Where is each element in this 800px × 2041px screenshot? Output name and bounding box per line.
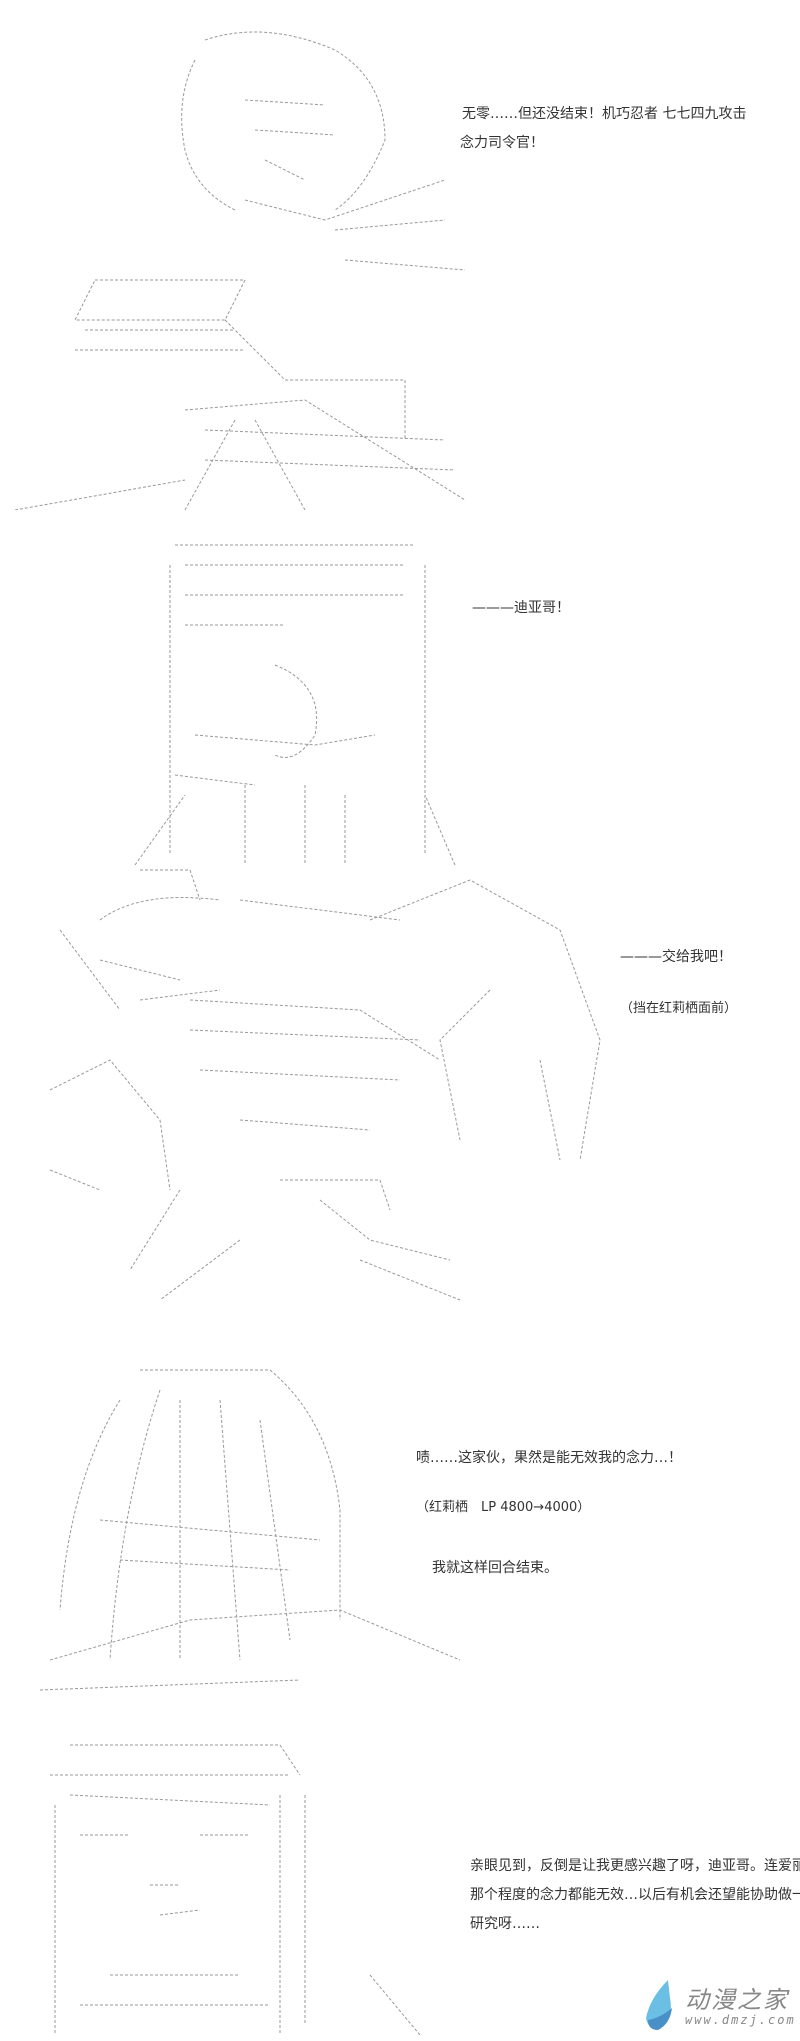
dialogue-line: 无零……但还没结束！机巧忍者 七七四九攻击 [462,106,747,122]
dialogue-panel-2: ———迪亚哥！ [472,594,570,623]
ascii-art-panel-4 [40,1360,470,1700]
dialogue-line: （挡在红莉栖面前） [620,1001,738,1016]
ascii-art-panel-3 [40,860,620,1320]
dialogue-line: 啧……这家伙，果然是能无效我的念力…！ [416,1450,682,1466]
dialogue-panel-1: 无零……但还没结束！机巧忍者 七七四九攻击 念力司令官！ [460,100,747,158]
dialogue-panel-5: 亲眼见到，反倒是让我更感兴趣了呀，迪亚哥。连爱丽丝 那个程度的念力都能无效…以后… [470,1852,800,1939]
ascii-art-panel-1 [5,20,465,510]
ascii-art-panel-5 [40,1735,420,2035]
dialogue-line: 我就这样回合结束。 [432,1560,558,1576]
dialogue-line: ———交给我吧！ [620,949,732,965]
dialogue-panel-4: 啧……这家伙，果然是能无效我的念力…！ （红莉栖 LP 4800→4000） 我… [416,1444,682,1583]
watermark-url: www.dmzj.com [685,2013,796,2027]
watermark: 动漫之家 www.dmzj.com [640,1978,794,2033]
dialogue-line: 亲眼见到，反倒是让我更感兴趣了呀，迪亚哥。连爱丽丝 [470,1858,800,1874]
dialogue-line: 研究呀…… [470,1916,540,1932]
dialogue-line: 那个程度的念力都能无效…以后有机会还望能协助做一下 [470,1887,800,1903]
dialogue-panel-3: ———交给我吧！ （挡在红莉栖面前） [620,943,737,1023]
dialogue-line: ———迪亚哥！ [472,600,570,616]
dialogue-line: （红莉栖 LP 4800→4000） [416,1500,591,1515]
dialogue-line: 念力司令官！ [460,135,544,151]
ascii-art-panel-2 [125,535,475,865]
feather-logo-icon [646,1980,672,2030]
watermark-name: 动漫之家 [685,1986,789,2014]
